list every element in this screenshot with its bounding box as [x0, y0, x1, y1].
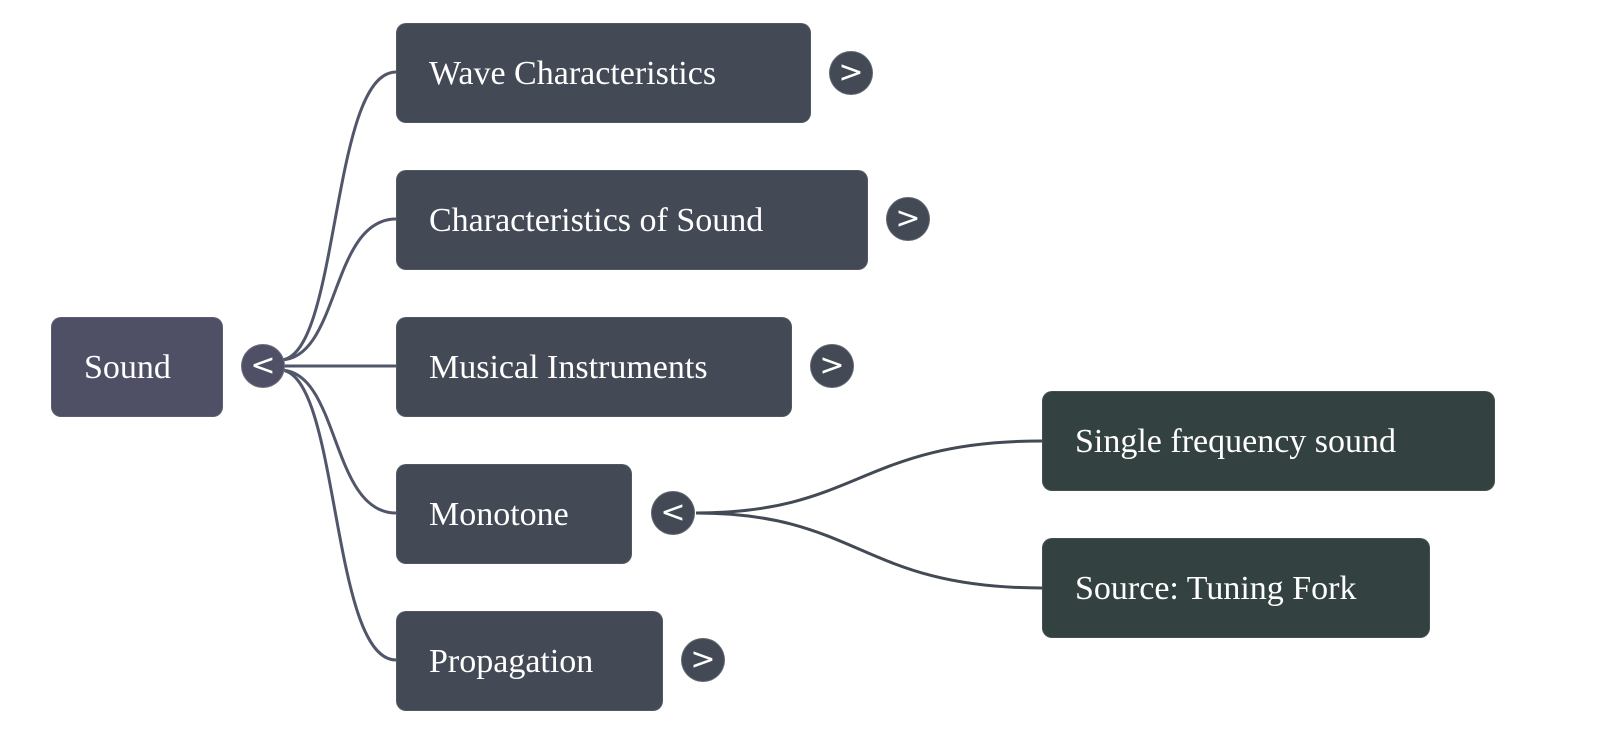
- expand-toggle-characteristics-of-sound[interactable]: >: [886, 197, 930, 241]
- edge-root-wave: [279, 70, 397, 362]
- collapse-toggle-monotone[interactable]: <: [651, 491, 695, 535]
- collapse-toggle-sound[interactable]: <: [241, 344, 285, 388]
- edge-monotone-single: [695, 439, 1043, 515]
- node-wave-characteristics[interactable]: Wave Characteristics: [396, 23, 811, 123]
- edge-root-monotone: [279, 368, 397, 515]
- expand-toggle-musical-instruments[interactable]: >: [810, 344, 854, 388]
- edge-root-propagation: [279, 368, 397, 662]
- node-propagation[interactable]: Propagation: [396, 611, 663, 711]
- edge-monotone-source: [695, 511, 1043, 590]
- node-musical-instruments[interactable]: Musical Instruments: [396, 317, 792, 417]
- node-single-frequency-sound[interactable]: Single frequency sound: [1042, 391, 1495, 491]
- node-monotone[interactable]: Monotone: [396, 464, 632, 564]
- node-source-tuning-fork[interactable]: Source: Tuning Fork: [1042, 538, 1430, 638]
- edge-root-characteristics: [279, 217, 397, 362]
- expand-toggle-propagation[interactable]: >: [681, 638, 725, 682]
- node-characteristics-of-sound[interactable]: Characteristics of Sound: [396, 170, 868, 270]
- root-node-sound[interactable]: Sound: [51, 317, 223, 417]
- expand-toggle-wave-characteristics[interactable]: >: [829, 51, 873, 95]
